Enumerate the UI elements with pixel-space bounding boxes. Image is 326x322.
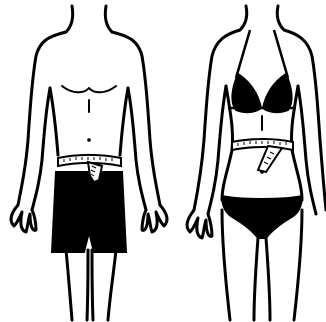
male-torso-left <box>50 88 58 155</box>
male-left-arm-inner <box>32 88 50 210</box>
male-right-leg-inner <box>92 250 93 320</box>
female-right-leg <box>294 210 302 320</box>
female-tape-band <box>232 139 293 150</box>
bikini-strap-right <box>274 30 288 78</box>
female-left-hand <box>187 210 212 238</box>
female-neck-right <box>277 6 284 30</box>
female-left-arm-outer <box>194 30 240 210</box>
male-neck-right <box>105 6 112 32</box>
male-right-leg <box>108 250 116 320</box>
female-right-leg-inner <box>266 238 270 320</box>
male-right-arm-inner <box>128 88 146 210</box>
female-measuring-tape-icon <box>232 139 293 172</box>
bikini-cup-right <box>263 74 292 112</box>
male-chest-line <box>62 86 116 92</box>
bikini-cup-left <box>232 74 261 112</box>
female-bikini-top <box>228 30 296 112</box>
male-left-leg-inner <box>87 250 88 320</box>
male-shorts <box>52 172 126 252</box>
female-left-leg <box>222 210 230 320</box>
bikini-strap-left <box>236 30 250 78</box>
female-figure <box>187 6 326 320</box>
female-bikini-bottom <box>222 196 302 238</box>
male-torso-right <box>120 88 128 155</box>
female-neck-left <box>240 6 247 30</box>
male-right-hand <box>142 205 167 232</box>
female-right-arm-outer <box>284 30 326 210</box>
female-left-leg-inner <box>254 238 258 320</box>
male-neck-left <box>66 6 73 32</box>
male-left-leg <box>66 250 72 320</box>
male-navel <box>87 138 91 142</box>
male-left-hand <box>11 205 36 232</box>
